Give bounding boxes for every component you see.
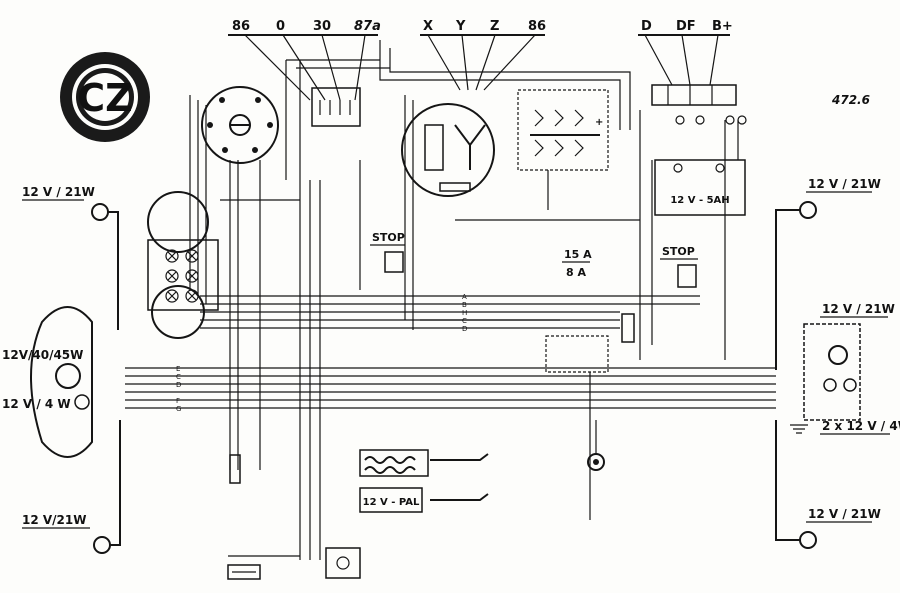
parking-lamp-label: 12 V / 4 W [2,397,71,411]
wire-letters-upper: A B H C D [462,293,467,333]
relay-terminal-labels: 86 0 30 87a [232,19,381,34]
rear-left-indicator-label: 12 V/21W [22,513,86,527]
svg-text:B: B [462,301,467,309]
vertical-harness [189,40,739,560]
svg-text:C: C [462,317,467,325]
rear-left-indicator-bulb [93,536,111,554]
ignition-switch [201,86,279,164]
alternator-terminal-labels: X Y Z 86 [423,19,546,34]
stop-switch-rear-label: STOP [662,245,695,258]
svg-text:F: F [176,397,180,405]
regulator-terminal-labels: D DF B+ [641,19,733,34]
relay-box [311,87,361,127]
terminal-df-label: DF [676,19,696,34]
terminal-b-plus-label: B+ [712,19,733,34]
fuse-15a-label: 15 A [564,248,592,261]
terminal-y-label: Y [455,19,466,34]
terminal-86b-label: 86 [528,19,546,34]
logo: CZ [60,52,150,142]
fuse-8a-label: 8 A [566,266,586,279]
tail-light-assembly [803,323,861,421]
stop-switch-rear [677,264,697,288]
svg-text:H: H [462,309,467,317]
headlamp-label: 12V/40/45W [2,348,83,362]
junction-box [545,335,609,373]
voltage-regulator [651,84,747,125]
terminal-x-label: X [423,19,433,34]
svg-text:D: D [176,381,181,389]
terminal-87a-label: 87a [354,19,381,34]
rear-right-indicator-label: 12 V / 21W [808,507,881,521]
wire-letters-lower: E C D F G [176,365,181,413]
tail-lamp-label: 12 V / 21W [822,302,895,316]
stop-switch-front-label: STOP [372,231,405,244]
svg-text:E: E [176,365,180,373]
front-right-indicator-label: 12 V / 21W [808,177,881,191]
handlebar-switch [227,547,361,580]
ignition-coil-label: 12 V - PAL [363,497,420,508]
tail-dual-label: 2 x 12 V / 4W [822,419,900,433]
ground-symbol [790,424,808,434]
front-left-indicator-label: 12 V / 21W [22,185,95,199]
headlamp [30,306,93,458]
logo-text: CZ [77,76,132,120]
battery: 12 V - 5AH [654,159,746,216]
front-left-indicator-bulb [91,203,109,221]
front-right-indicator-bulb [799,201,817,219]
terminal-z-label: Z [490,19,499,34]
document-number: 472.6 [831,93,870,107]
fuse-holder [621,313,635,343]
terminal-86-label: 86 [232,19,250,34]
svg-text:C: C [176,373,181,381]
rectifier-bridge: + [517,89,609,171]
svg-text:D: D [462,325,467,333]
battery-label: 12 V - 5AH [670,195,729,206]
main-harness-lower [125,367,776,409]
svg-text:G: G [176,405,181,413]
svg-text:+: + [595,117,603,128]
stop-switch-front [384,251,404,273]
alternator [401,103,495,197]
terminal-30-label: 30 [313,19,331,34]
neutral-switch [229,454,241,484]
terminal-d-label: D [641,19,652,34]
terminal-0-label: 0 [276,19,285,34]
instrument-cluster [147,191,219,339]
rear-right-indicator-bulb [799,531,817,549]
svg-text:A: A [462,293,467,301]
main-harness-upper [200,295,700,329]
ignition-coil: 12 V - PAL [359,449,429,513]
